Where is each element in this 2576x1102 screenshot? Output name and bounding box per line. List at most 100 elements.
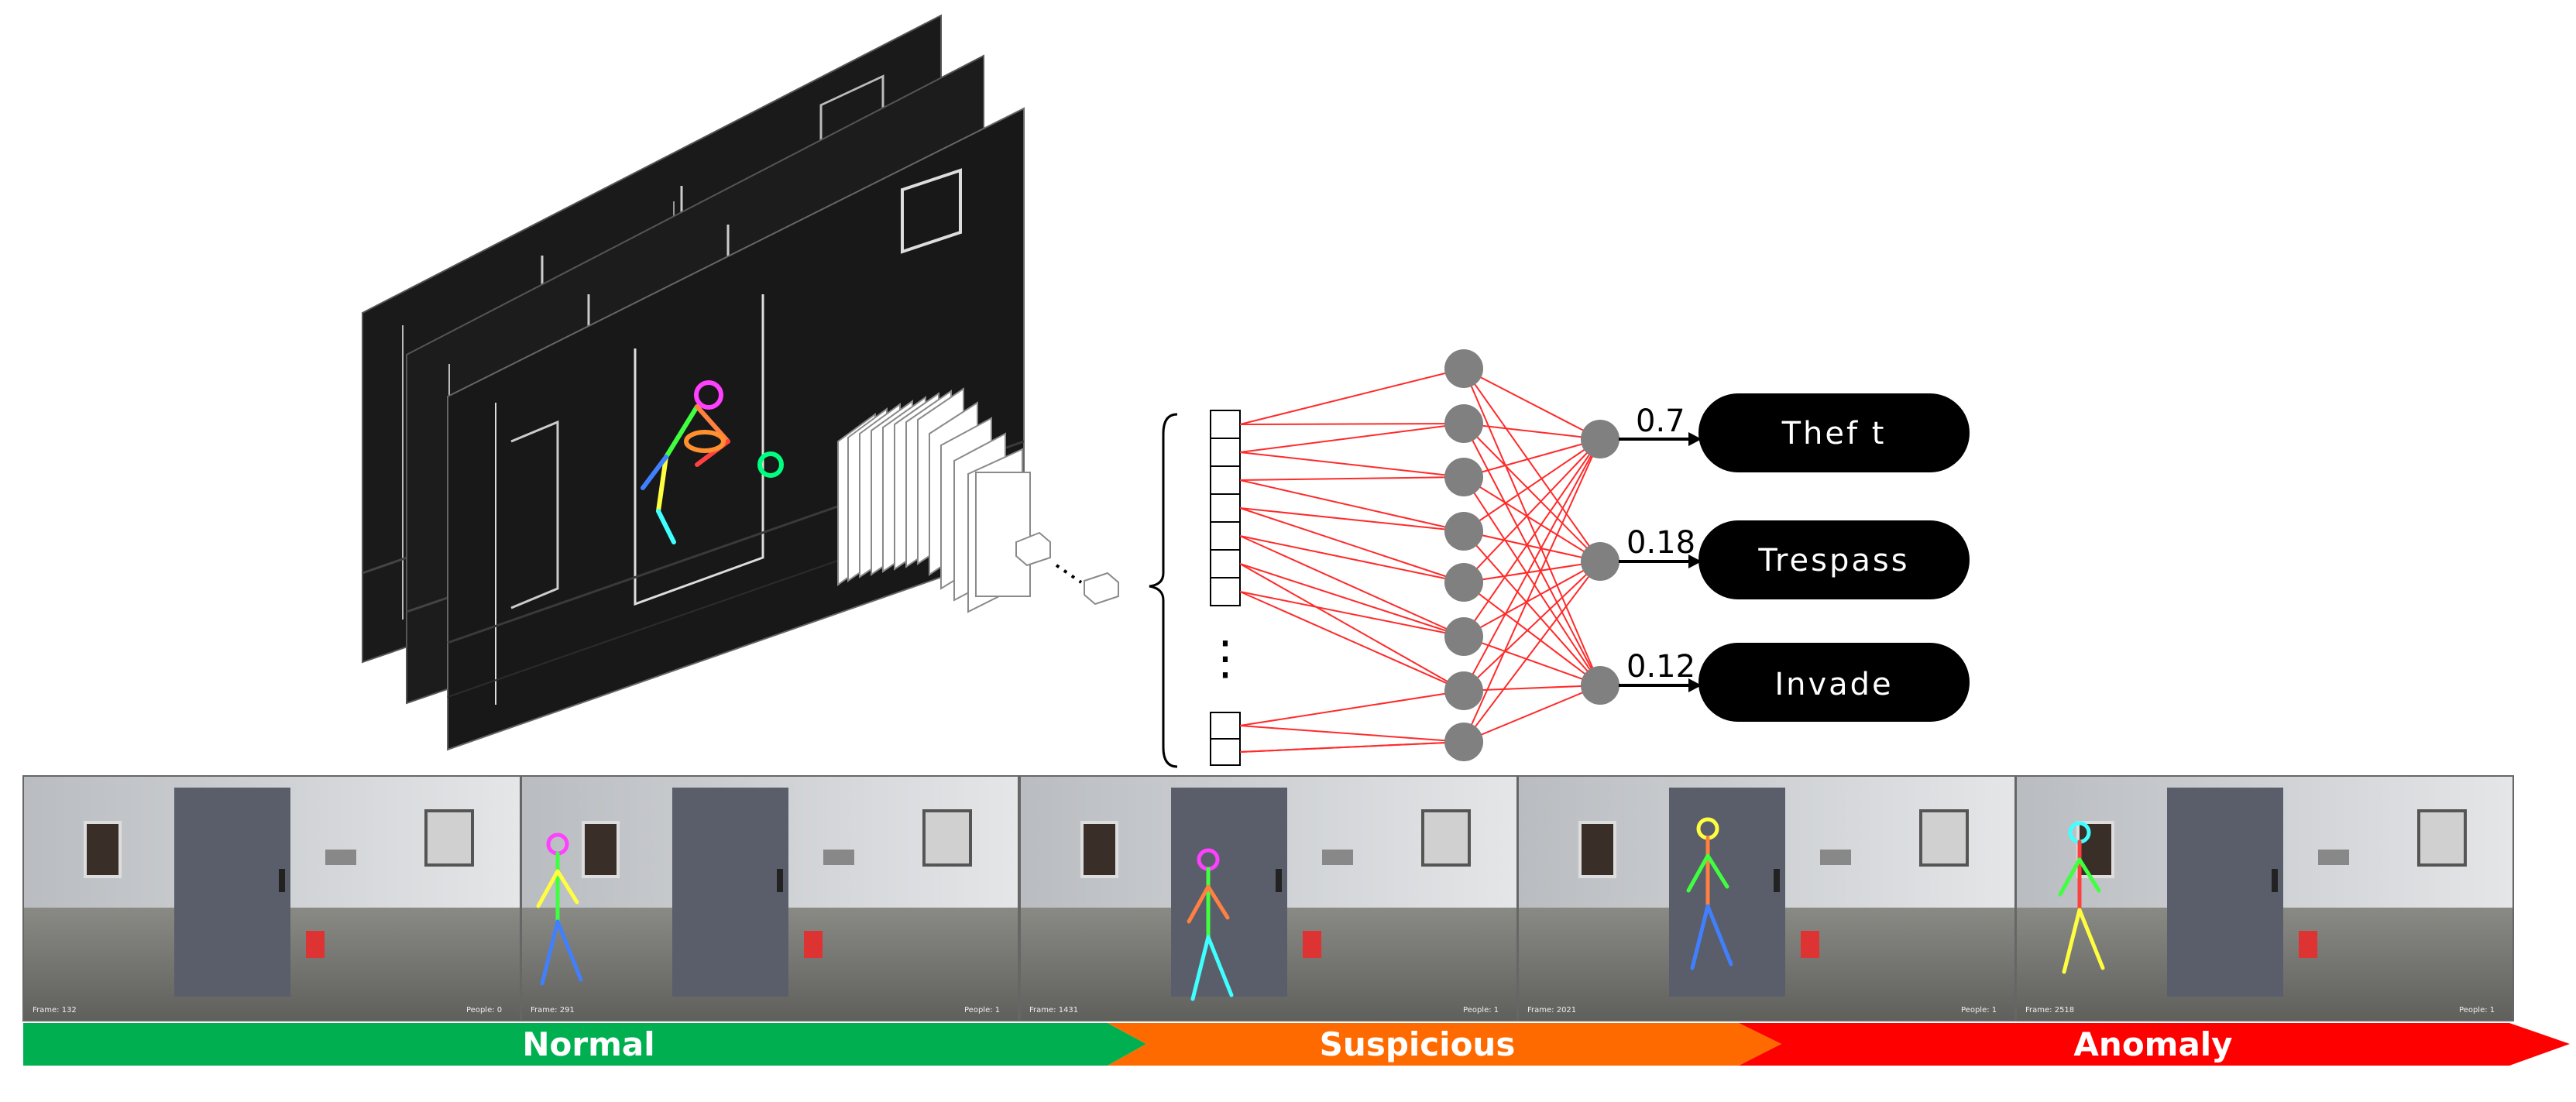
door-handle — [279, 869, 285, 892]
people-counter: People: 1 — [964, 1006, 1000, 1014]
wall-switches — [325, 850, 356, 865]
frame-border — [520, 775, 1019, 1021]
output-node — [1581, 420, 1619, 458]
wall-box — [2417, 809, 2467, 867]
wall-switches — [1322, 850, 1353, 865]
frame-counter: Frame: 2518 — [2025, 1006, 2074, 1014]
hidden-output-connection — [1463, 530, 1601, 562]
hidden-output-connection — [1463, 438, 1601, 743]
skeleton-arm — [2077, 857, 2101, 893]
hidden-output-connection — [1463, 636, 1601, 686]
door-handle — [1774, 869, 1780, 892]
hidden-output-connection — [1463, 561, 1601, 692]
frame-counter: Frame: 2021 — [1527, 1006, 1576, 1014]
hidden-output-connection — [1463, 561, 1601, 743]
output-node — [1581, 542, 1619, 581]
door-handle — [2272, 869, 2278, 892]
input-hidden-connection — [1239, 368, 1465, 425]
door — [174, 788, 290, 997]
door-handle — [777, 869, 783, 892]
fc-nodes — [1444, 349, 1619, 761]
hidden-node — [1444, 617, 1483, 656]
person-skeleton — [536, 833, 583, 986]
input-hidden-connection — [1239, 725, 1465, 743]
hidden-output-connection — [1463, 438, 1601, 692]
hidden-output-connection — [1463, 438, 1601, 478]
class-theft: 0.7 Thef t — [1619, 393, 1970, 472]
hidden-output-connection — [1463, 561, 1601, 583]
skeleton-arm — [536, 869, 560, 908]
phase-suspicious-bar — [1108, 1023, 1781, 1066]
hidden-node — [1444, 563, 1483, 602]
fc-connections — [1239, 368, 1601, 753]
input-hidden-connection — [1239, 741, 1465, 753]
skeleton-leg — [1690, 904, 1710, 970]
door — [1171, 788, 1287, 997]
theft-score: 0.7 — [1636, 403, 1685, 439]
phase-anomaly-label: Anomaly — [2073, 1025, 2232, 1063]
trespass-score: 0.18 — [1626, 525, 1695, 561]
trespass-label: Trespass — [1757, 543, 1909, 578]
frame-counter: Frame: 291 — [531, 1006, 575, 1014]
wall-panel — [1080, 821, 1118, 878]
fire-extinguisher — [306, 931, 325, 958]
input-hidden-connection — [1239, 535, 1465, 583]
door — [1669, 788, 1785, 997]
hidden-node — [1444, 349, 1483, 388]
people-counter: People: 1 — [1961, 1006, 1997, 1014]
hidden-output-connection — [1463, 438, 1601, 637]
hidden-output-connection — [1463, 685, 1601, 692]
wall-switches — [823, 850, 854, 865]
door-handle — [1276, 869, 1282, 892]
skeleton-arm — [1187, 884, 1211, 924]
skeleton-arm — [1705, 853, 1729, 889]
hidden-output-connection — [1463, 438, 1601, 583]
wall-box — [1919, 809, 1969, 867]
hidden-output-connection — [1463, 530, 1601, 686]
skeleton-arm — [1206, 884, 1230, 920]
fire-extinguisher — [1303, 931, 1321, 958]
skeleton-leg — [555, 919, 583, 982]
wall-panel — [1578, 821, 1616, 878]
hidden-output-connection — [1463, 423, 1601, 686]
skeleton-arm — [1686, 853, 1710, 893]
video-frame: Frame: 132 People: 0 — [22, 775, 521, 1021]
skeleton-leg — [1190, 935, 1211, 1001]
wall-box — [1421, 809, 1471, 867]
phase-normal-bar — [23, 1023, 1146, 1066]
people-counter: People: 0 — [466, 1006, 502, 1014]
frame-counter: Frame: 132 — [33, 1006, 77, 1014]
frame-counter: Frame: 1431 — [1029, 1006, 1078, 1014]
hidden-output-connection — [1463, 423, 1601, 562]
input-hidden-connection — [1239, 507, 1465, 532]
hidden-node — [1444, 723, 1483, 761]
invade-score: 0.12 — [1626, 649, 1695, 685]
person-skeleton — [1686, 817, 1733, 970]
wall-box — [922, 809, 972, 867]
wall-switches — [1820, 850, 1851, 865]
pose-skeleton-overlay — [641, 380, 784, 544]
input-hidden-connection — [1239, 451, 1465, 478]
class-invade: 0.12 Invade — [1619, 643, 1970, 722]
hidden-output-connection — [1463, 476, 1601, 686]
skeleton-leg — [540, 919, 560, 986]
skeleton-arm — [2058, 857, 2082, 897]
skeleton-arm — [555, 869, 579, 905]
input-hidden-connection — [1239, 591, 1465, 637]
person-skeleton — [1187, 848, 1234, 1001]
input-hidden-connection — [1239, 507, 1465, 583]
feature-vector: ⋮ — [1149, 410, 1249, 768]
skeleton-leg — [1206, 935, 1234, 997]
wall-panel — [582, 821, 620, 878]
hidden-output-connection — [1463, 423, 1601, 440]
wall-panel — [84, 821, 122, 878]
hidden-node — [1444, 458, 1483, 496]
vector-ellipsis: ⋮ — [1202, 631, 1249, 685]
input-hidden-connection — [1239, 563, 1465, 692]
output-node — [1581, 666, 1619, 705]
hidden-output-connection — [1463, 476, 1601, 562]
phase-suspicious-label: Suspicious — [1320, 1025, 1516, 1063]
door — [2167, 788, 2283, 997]
